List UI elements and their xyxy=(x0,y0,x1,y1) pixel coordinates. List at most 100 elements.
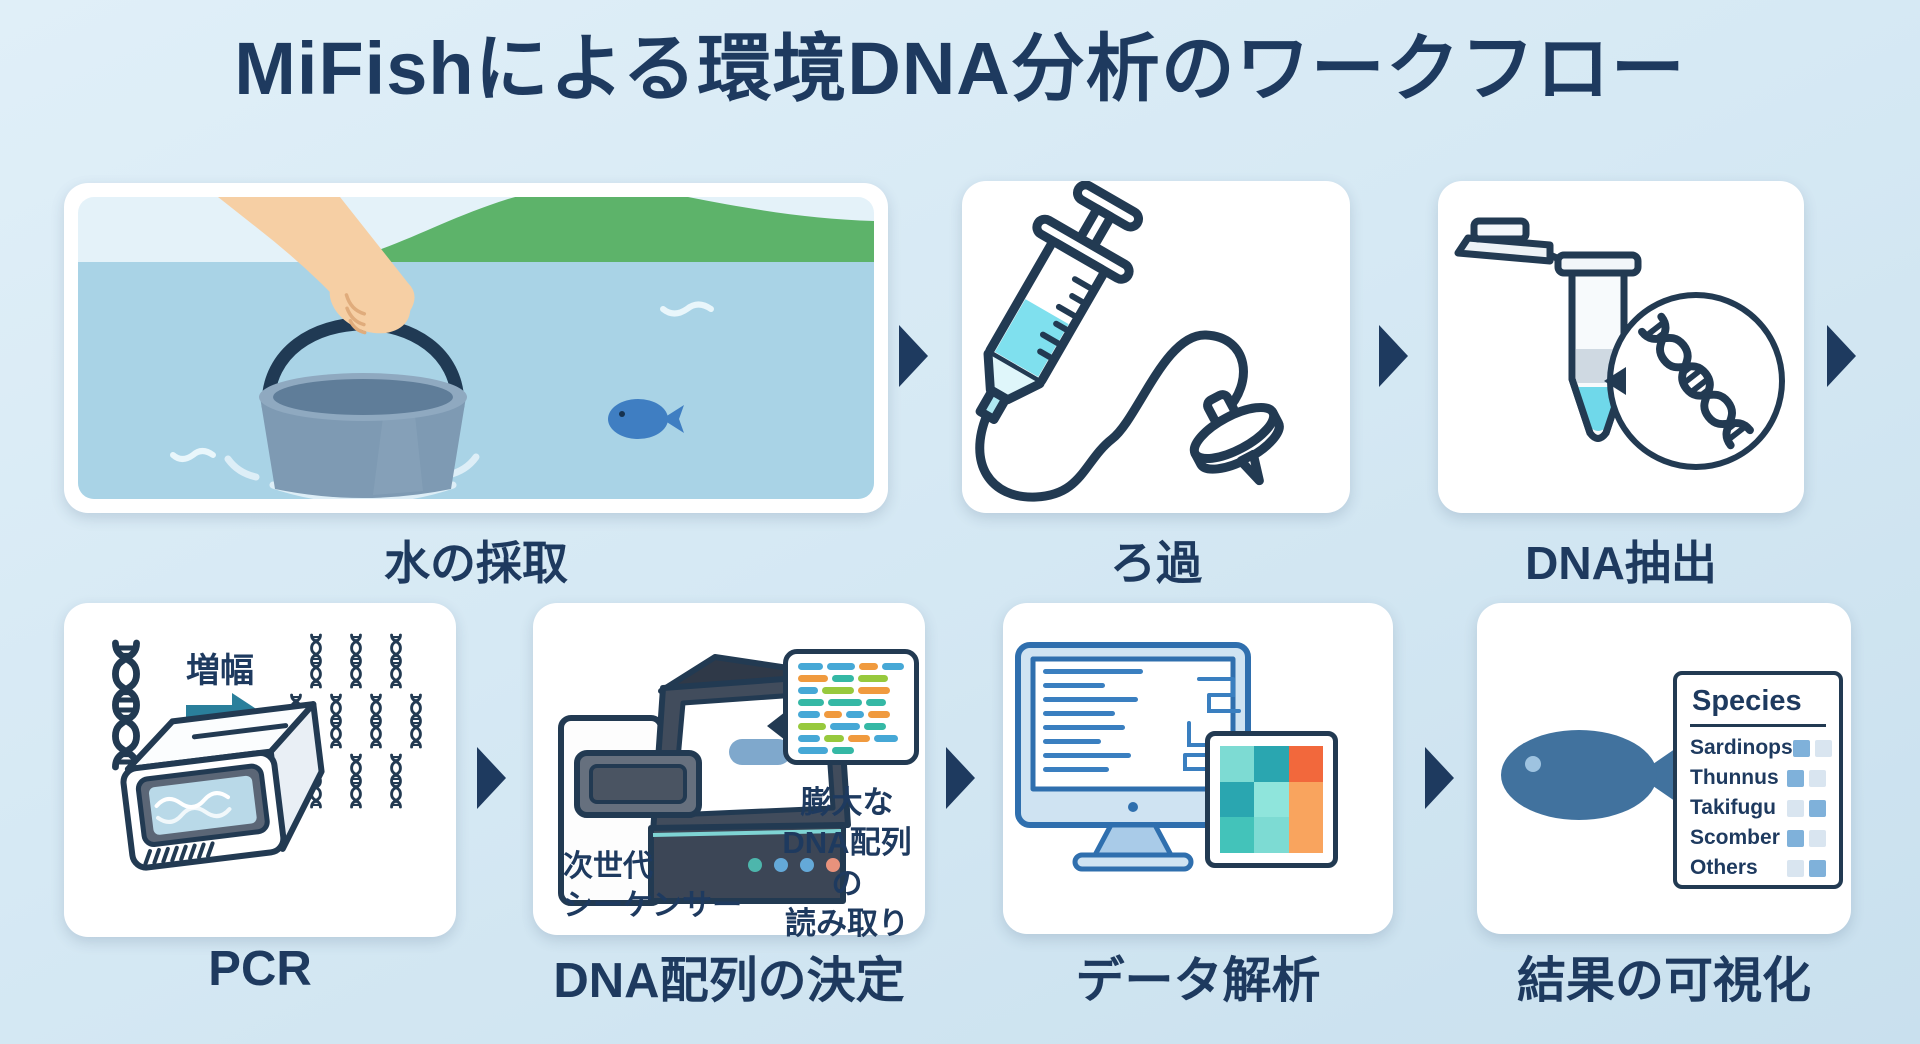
sequence-read-bar xyxy=(798,723,826,730)
species-name: Others xyxy=(1690,856,1758,879)
pcr-illustration xyxy=(64,633,422,871)
abundance-cells xyxy=(1792,739,1832,757)
abundance-cell-light xyxy=(1787,799,1804,817)
sequence-read-bar xyxy=(868,711,890,718)
syringe-filter-disc-icon xyxy=(1189,390,1284,486)
abundance-cell-dark xyxy=(1809,799,1826,817)
bubble-caption: 膨大な DNA配列の 読み取り xyxy=(769,783,925,944)
heatmap-cell xyxy=(1220,781,1255,818)
heatmap-cell xyxy=(1254,781,1289,818)
species-row: Others xyxy=(1690,856,1826,880)
flow-arrow-icon xyxy=(1827,325,1856,387)
species-row: Sardinops xyxy=(1690,736,1832,760)
step-label-filtration: ろ過 xyxy=(1110,537,1202,589)
sequence-read-bar xyxy=(846,711,864,718)
abundance-cells xyxy=(1787,769,1826,787)
sequence-read-bar xyxy=(858,675,888,682)
heatmap-cell xyxy=(1254,817,1289,853)
heatmap-cell xyxy=(1220,746,1255,782)
heatmap-cell xyxy=(1288,817,1323,853)
abundance-cell-dark xyxy=(1792,739,1810,757)
sequence-read-bar xyxy=(848,735,870,742)
hand-icon xyxy=(218,197,415,335)
abundance-cell-light xyxy=(1814,739,1832,757)
species-row: Scomber xyxy=(1690,826,1826,850)
sequence-read-bar xyxy=(827,663,855,670)
species-card-title: Species xyxy=(1692,685,1802,717)
syringe-icon xyxy=(975,181,1144,425)
sequence-reads-bubble xyxy=(767,649,919,765)
step-label-sequencing: DNA配列の決定 xyxy=(553,954,905,1008)
tube-lid-icon xyxy=(1454,217,1572,267)
species-row: Thunnus xyxy=(1690,766,1826,790)
abundance-cell-light xyxy=(1809,769,1826,787)
species-name: Scomber xyxy=(1690,826,1780,849)
abundance-cell-dark xyxy=(1809,859,1826,877)
step-panel-pcr: 増幅 xyxy=(64,603,456,937)
flow-arrow-icon xyxy=(899,325,928,387)
step-panel-filtration xyxy=(962,181,1350,513)
step-label-water-sampling: 水の採取 xyxy=(384,537,568,589)
sequencer-icon xyxy=(558,654,851,906)
tube-icon xyxy=(975,330,1248,502)
pointer-icon xyxy=(1604,367,1626,395)
water-scene-icon xyxy=(78,197,874,499)
syringe-filter-icon xyxy=(975,181,1284,502)
sequence-read-bar xyxy=(798,735,820,742)
step-label-dna-extraction: DNA抽出 xyxy=(1525,537,1717,589)
sequence-read-bar xyxy=(824,711,842,718)
sequencer-caption-line1: 次世代 xyxy=(563,850,653,883)
sequence-read-bar xyxy=(882,663,904,670)
sequence-read-bar xyxy=(824,735,844,742)
abundance-cells xyxy=(1787,799,1826,817)
heatmap-cell xyxy=(1288,746,1323,782)
sequence-read-bar xyxy=(858,663,879,670)
sequence-read-row xyxy=(798,675,904,682)
sequence-read-row xyxy=(798,711,904,718)
dna-helix-icon xyxy=(115,643,136,767)
phylo-tree-icon xyxy=(1183,677,1241,771)
step-label-data-analysis: データ解析 xyxy=(1075,954,1321,1008)
sequence-read-row xyxy=(798,735,904,742)
step-panel-sequencing: 次世代 シーケンサー 膨大な DNA配列の 読み取り xyxy=(533,603,925,941)
flow-arrow-icon xyxy=(1425,747,1454,809)
species-name: Thunnus xyxy=(1690,766,1779,789)
step-panel-data-analysis xyxy=(1003,603,1393,934)
sequence-read-bar xyxy=(866,699,886,706)
status-dots-icon xyxy=(748,858,840,872)
flow-arrow-icon xyxy=(1379,325,1408,387)
abundance-cell-dark xyxy=(1787,829,1804,847)
sequencer-caption-line2: シーケンサー xyxy=(563,889,743,922)
species-name: Takifugu xyxy=(1690,796,1776,819)
sequence-read-bar xyxy=(828,699,862,706)
species-card: Species Sardinops Thunnus Takifugu Scomb… xyxy=(1673,671,1843,889)
sequence-read-bar xyxy=(798,711,820,718)
abundance-cell-dark xyxy=(1787,769,1804,787)
heatmap-cell xyxy=(1254,746,1289,782)
thermocycler-icon xyxy=(120,701,325,871)
sequence-read-bar xyxy=(874,735,898,742)
sequence-read-bar xyxy=(798,675,828,682)
water-sampling-illustration xyxy=(78,197,874,499)
screen-text-lines xyxy=(1043,669,1143,772)
abundance-cell-light xyxy=(1787,859,1804,877)
species-name: Sardinops xyxy=(1690,736,1793,759)
sequence-read-bar xyxy=(798,687,818,694)
water-icon xyxy=(78,262,874,499)
species-row: Takifugu xyxy=(1690,796,1826,820)
sequence-read-bar xyxy=(798,747,828,754)
sequence-read-bar xyxy=(822,687,854,694)
bubble-caption-line3: 読み取り xyxy=(785,905,909,941)
step-panel-water-sampling xyxy=(64,183,888,513)
flow-arrow-icon xyxy=(946,747,975,809)
abundance-cells xyxy=(1787,829,1826,847)
sequence-read-bar xyxy=(832,675,854,682)
sequence-read-bar xyxy=(858,687,890,694)
page-title: MiFishによる環境DNA分析のワークフロー xyxy=(234,27,1686,110)
wave-icon xyxy=(170,301,714,462)
sequence-read-bar xyxy=(864,723,886,730)
abundance-cell-light xyxy=(1809,829,1826,847)
heatmap-cell xyxy=(1288,781,1323,818)
tube-dna-icon xyxy=(1454,217,1785,470)
abundance-cells xyxy=(1787,859,1826,877)
